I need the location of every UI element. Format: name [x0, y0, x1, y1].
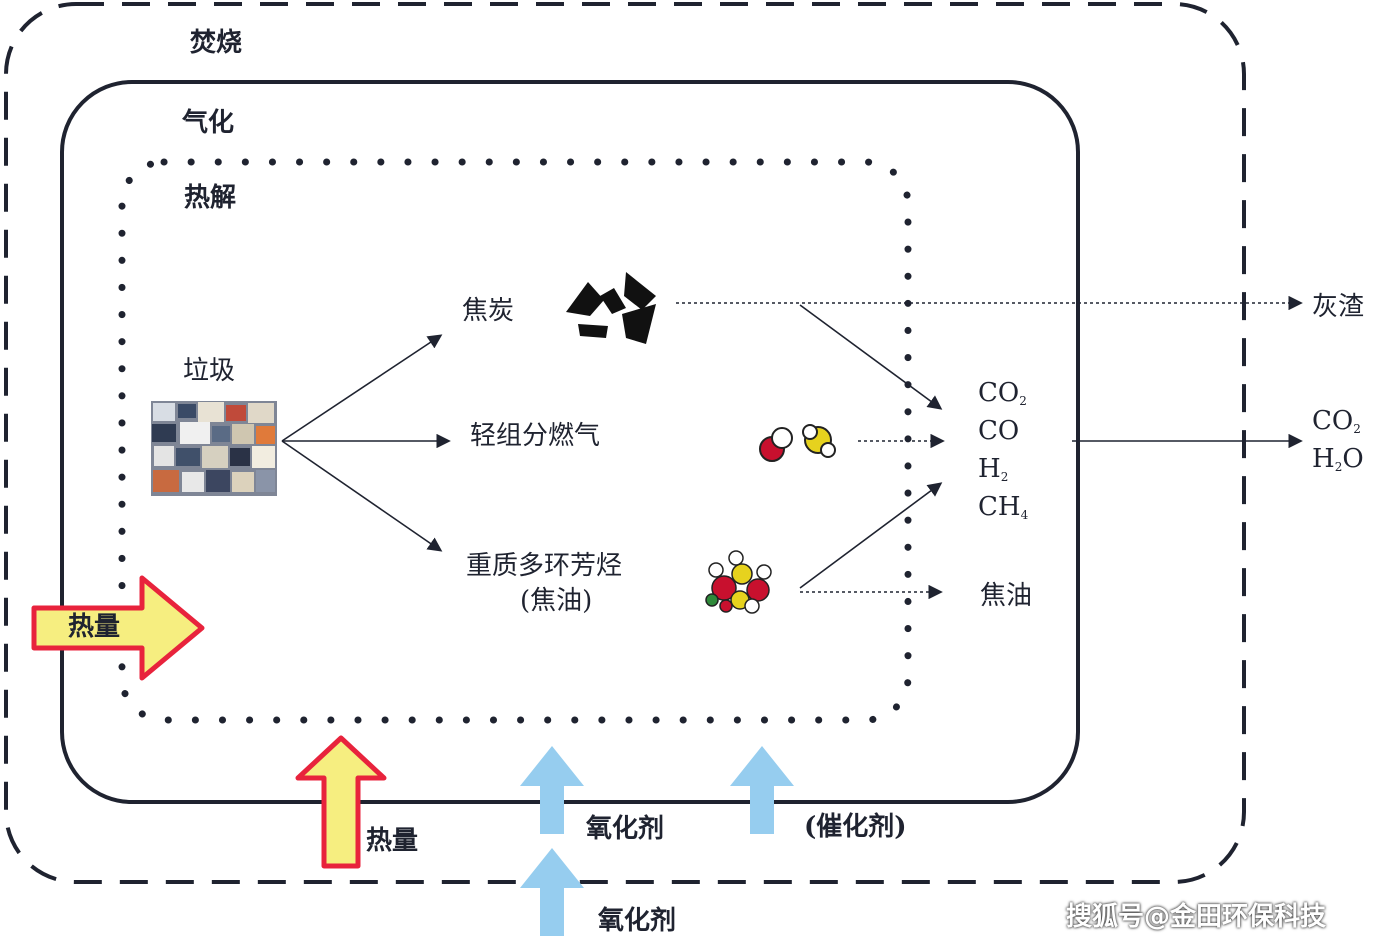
heat-label-bottom: 热量	[366, 826, 419, 856]
arrow-waste-to-heavy	[281, 440, 443, 552]
node-label-heavy-pah-paren: (焦油)	[520, 586, 593, 616]
gas-product-co2: CO2	[978, 378, 1027, 408]
oxidant-label-outer: 氧化剂	[598, 906, 677, 936]
char-image	[566, 272, 656, 344]
node-label-light-gas: 轻组分燃气	[470, 421, 601, 451]
oxidant-label-inner: 氧化剂	[586, 814, 665, 844]
node-label-ash: 灰渣	[1312, 292, 1365, 322]
gas-product-ch4: CH4	[978, 492, 1029, 522]
zone-label-incineration: 焚烧	[190, 28, 243, 58]
heat-arrow-left	[31, 575, 205, 681]
incineration-boundary	[4, 2, 1246, 884]
gas-molecule-icon	[759, 424, 836, 462]
oxidant-arrow-inner	[520, 746, 584, 834]
node-label-tar: 焦油	[980, 581, 1033, 611]
gasification-boundary	[60, 80, 1080, 804]
heat-label-left: 热量	[68, 612, 121, 642]
heat-arrow-bottom	[295, 735, 387, 869]
gas-products-list: CO2 CO H2 CH4	[978, 374, 1028, 526]
arrow-char-to-products	[799, 304, 943, 410]
flue-product-co2: CO2	[1312, 406, 1361, 436]
zone-label-gasification: 气化	[182, 108, 235, 138]
arrow-heavy-to-products	[799, 482, 943, 589]
flue-products-list: CO2 H2O	[1312, 402, 1364, 478]
zone-label-pyrolysis: 热解	[184, 183, 237, 213]
catalyst-label: (催化剂)	[804, 812, 907, 842]
tar-molecule-icon	[705, 550, 772, 614]
arrow-waste-to-char	[281, 334, 443, 442]
node-label-heavy-pah: 重质多环芳烃	[466, 551, 623, 581]
gas-product-h2: H2	[978, 454, 1009, 484]
node-label-char: 焦炭	[462, 296, 515, 326]
flue-product-h2o: H2O	[1312, 444, 1364, 474]
catalyst-arrow	[730, 746, 794, 834]
node-label-waste: 垃圾	[183, 356, 236, 386]
watermark: 搜狐号@金田环保科技	[1066, 902, 1327, 932]
oxidant-arrow-outer	[520, 848, 584, 936]
waste-image	[151, 401, 277, 496]
gas-product-co: CO	[978, 416, 1020, 446]
